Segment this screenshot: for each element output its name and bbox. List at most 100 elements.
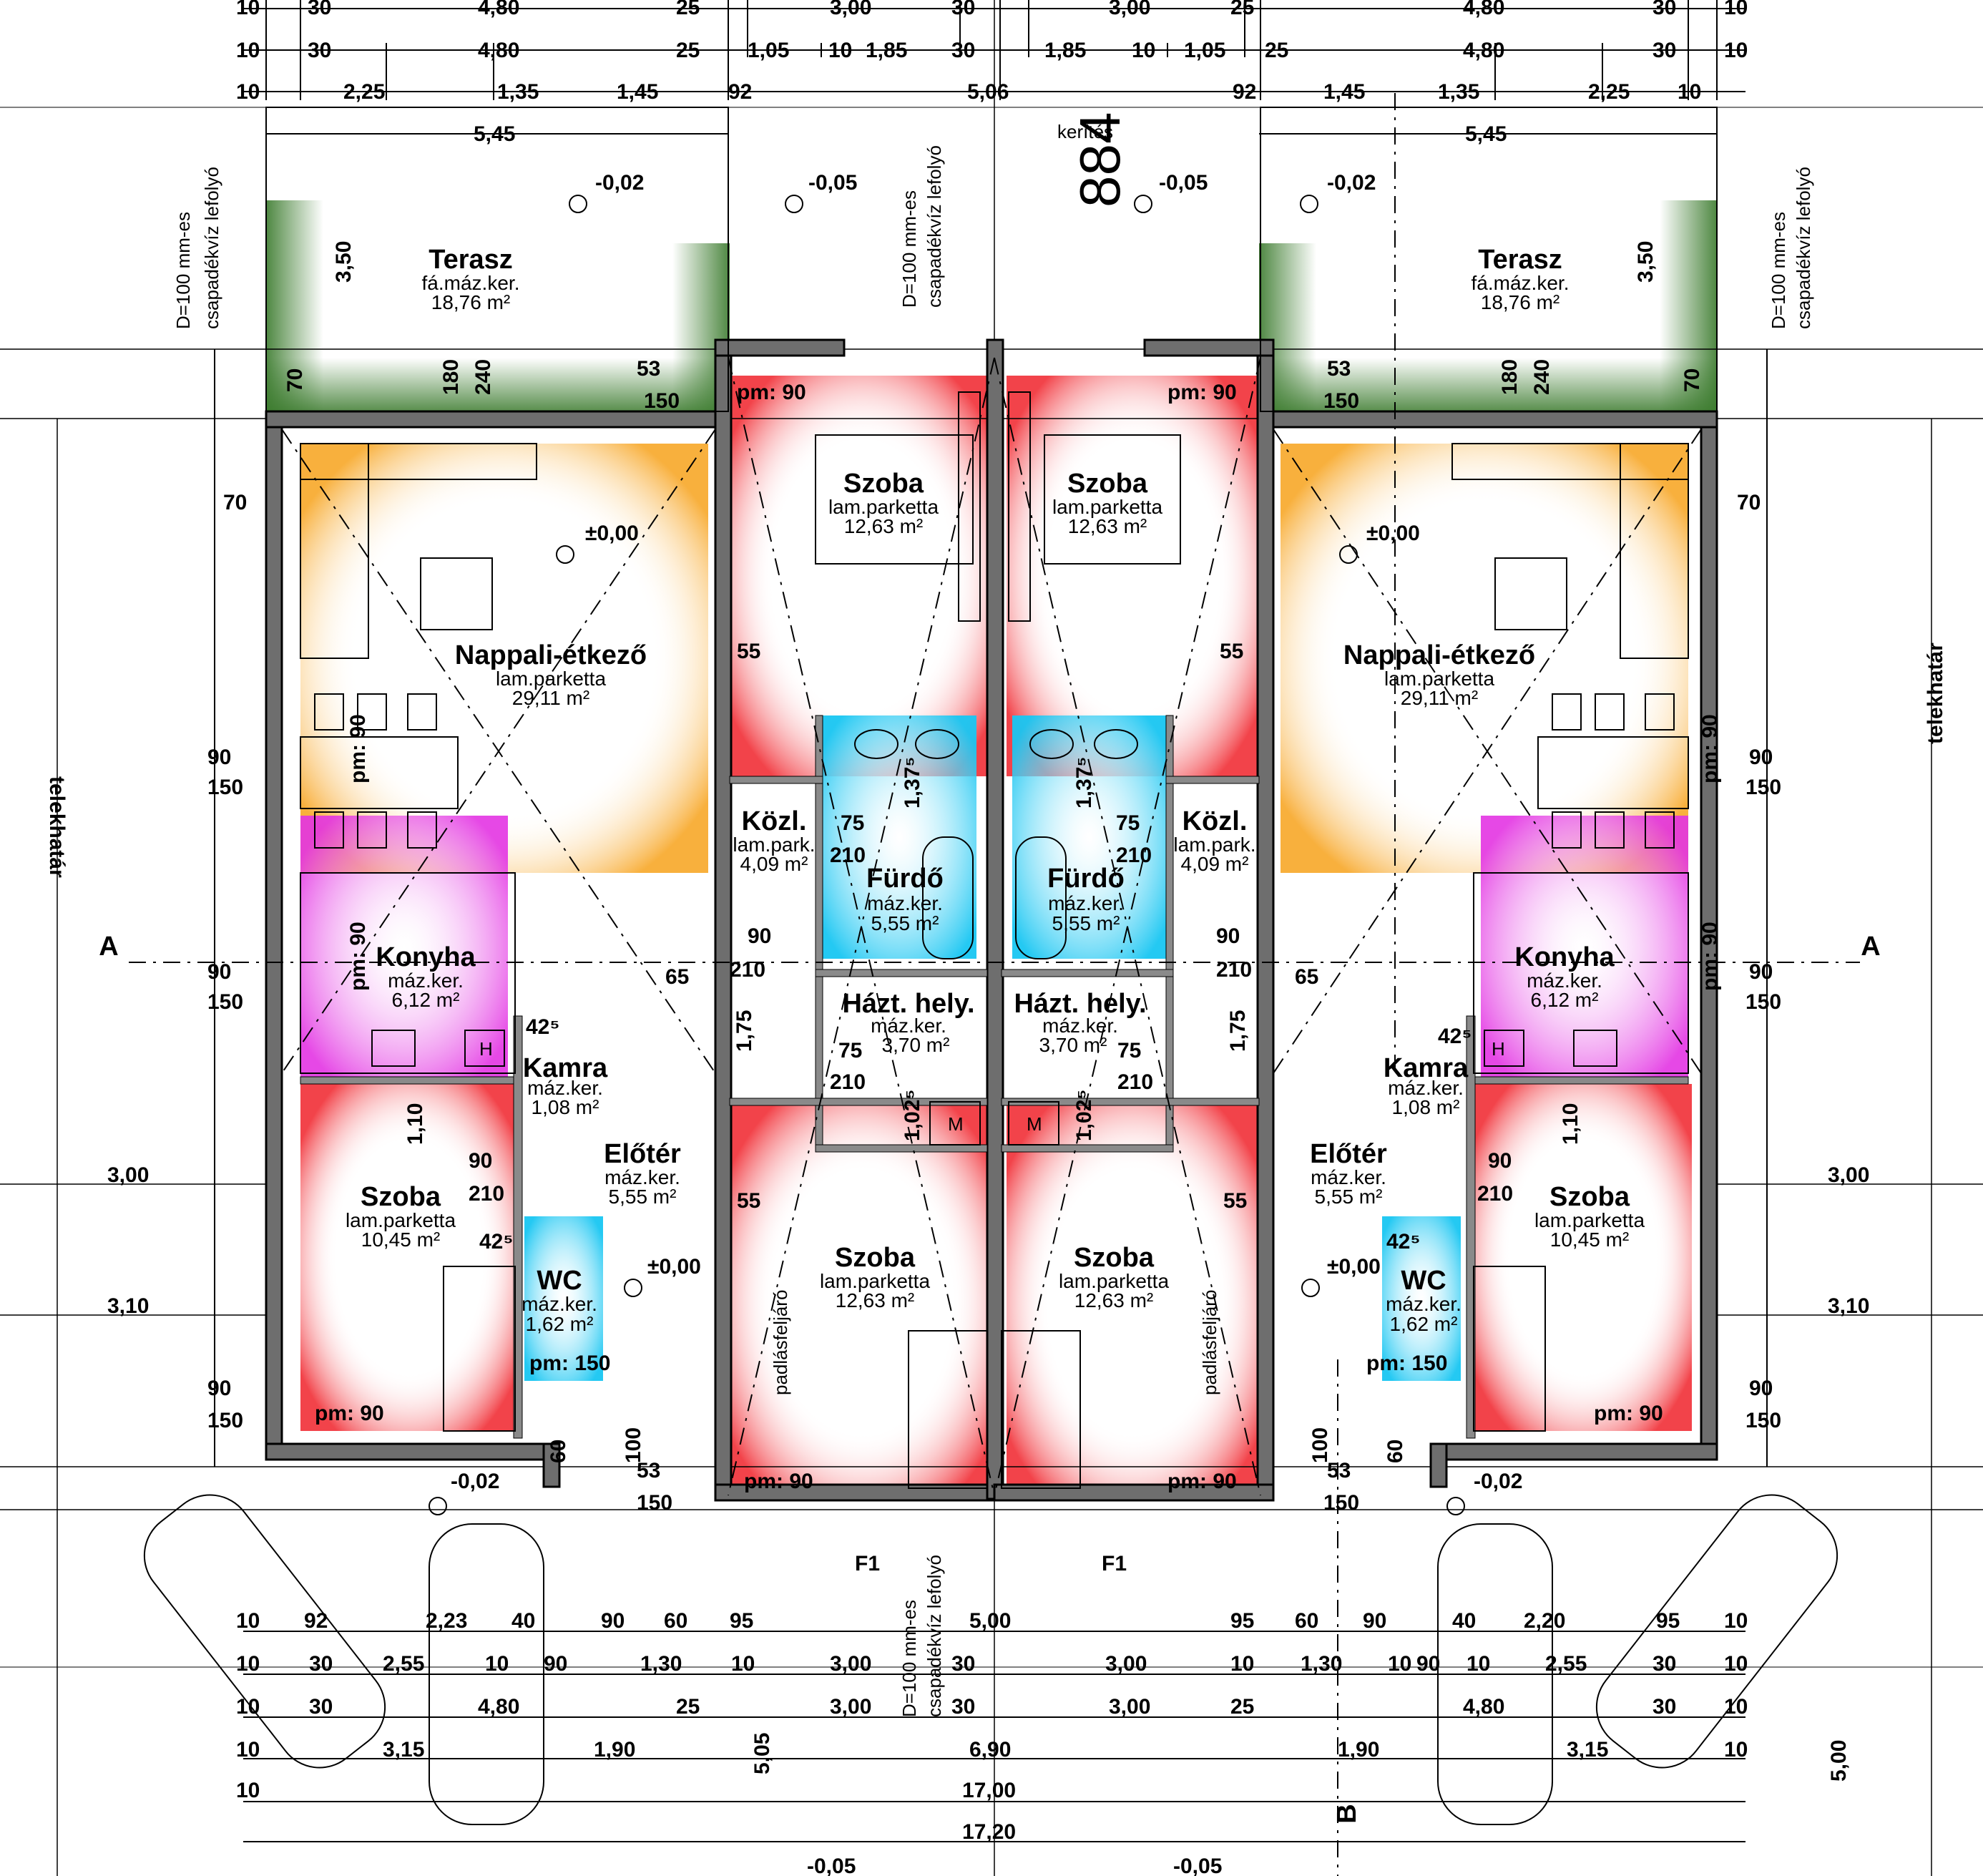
room-finish: máz.ker. <box>1527 969 1602 992</box>
wall-center-bedroom-left <box>729 1098 988 1106</box>
dim-r2-0: 10 <box>236 39 260 62</box>
wall-hazt-bottom-left <box>815 1144 988 1153</box>
bed-top-left <box>815 434 974 565</box>
dim-r2-1: 30 <box>308 39 331 62</box>
room-area: 5,55 m² <box>871 912 939 934</box>
b2-2: 2,55 <box>383 1652 424 1676</box>
kitchen-counter-right <box>1473 872 1689 1074</box>
room-szoba-center-left: Szoba lam.parketta 12,63 m² <box>820 1243 930 1311</box>
dim-r3-4: 92 <box>728 80 752 104</box>
b3-6: 3,00 <box>1109 1695 1150 1719</box>
room-finish: máz.ker. <box>388 969 464 992</box>
level-bottom-left: -0,02 <box>451 1470 499 1493</box>
dim-r2-14: 10 <box>1724 39 1748 62</box>
dim-90-left-b: 90 <box>207 960 231 984</box>
room-area: 3,70 m² <box>882 1034 950 1056</box>
b5-0: 10 <box>236 1779 260 1802</box>
bedroom-side-fill-right <box>1474 1084 1692 1431</box>
tick-marks-top <box>265 0 1718 100</box>
dim-110-left: 1,10 <box>403 1103 427 1145</box>
b1-0: 10 <box>236 1609 260 1633</box>
b2-14: 10 <box>1467 1652 1490 1676</box>
dim-r1-10: 10 <box>1724 0 1748 19</box>
dim-55-left-b: 55 <box>737 1189 760 1213</box>
dim-42-kamra-left: 42⁵ <box>526 1015 559 1039</box>
bottom-dimension-text: 10 92 2,23 40 90 60 95 5,00 95 60 90 40 … <box>236 1609 1851 1844</box>
room-finish: lam.parketta <box>828 496 939 518</box>
dim-r1-7: 25 <box>1230 0 1254 19</box>
bed-top-right <box>1044 434 1181 565</box>
room-name: WC <box>537 1266 582 1296</box>
dim-53-bottom-right: 53 <box>1327 1459 1351 1482</box>
b4-3: 6,90 <box>969 1738 1011 1762</box>
pm-bottom-left: pm: 90 <box>744 1470 813 1493</box>
wall-right-top <box>1259 410 1718 429</box>
b2-6: 10 <box>731 1652 755 1676</box>
room-szoba-top-left: Szoba lam.parketta 12,63 m² <box>828 469 939 537</box>
dim-350-right: 3,50 <box>1634 241 1658 283</box>
level-floor-entry-right: ±0,00 <box>1327 1255 1381 1279</box>
dimension-lines-bottom <box>243 1631 1745 1842</box>
room-kamra-left: Kamra máz.ker. 1,08 m² <box>523 1053 608 1118</box>
downpipe-tl-2: csapadékvíz lefolyó <box>201 167 222 329</box>
level-floor-entry-left: ±0,00 <box>647 1255 701 1279</box>
dim-r1-8: 4,80 <box>1463 0 1504 19</box>
room-szoba-top-right: Szoba lam.parketta 12,63 m² <box>1052 469 1162 537</box>
room-name: Nappali-étkező <box>455 640 647 670</box>
room-finish: máz.ker. <box>527 1077 603 1099</box>
dim-r3-7: 1,35 <box>1438 80 1479 104</box>
car-3 <box>1437 1523 1553 1825</box>
dim-r2-8: 1,85 <box>1044 39 1086 62</box>
pm-bedroom-left: pm: 90 <box>315 1402 384 1425</box>
pm-top-right: pm: 90 <box>1167 381 1237 404</box>
room-area: 29,11 m² <box>1401 687 1478 709</box>
room-finish: máz.ker. <box>522 1293 597 1315</box>
room-name: WC <box>1401 1266 1446 1296</box>
room-area: 5,55 m² <box>609 1186 677 1208</box>
b2-10: 10 <box>1230 1652 1254 1676</box>
dim-r2-9: 10 <box>1132 39 1155 62</box>
room-terasz-right: Terasz fá.máz.ker. 18,76 m² <box>1472 245 1570 313</box>
room-finish: fá.máz.ker. <box>1472 272 1570 294</box>
dim-r2-5: 10 <box>828 39 852 62</box>
dim-r1-3: 25 <box>676 0 700 19</box>
room-name: Szoba <box>1074 1243 1155 1273</box>
dim-r2-10: 1,05 <box>1184 39 1225 62</box>
dim-90-right-c: 90 <box>1749 1377 1773 1400</box>
dim-75-bath-right: 75 <box>1116 811 1140 835</box>
terrace-green-left-b <box>266 358 724 411</box>
pm-living-left: pm: 90 <box>346 714 370 783</box>
b2-4: 90 <box>544 1652 567 1676</box>
b3-10: 10 <box>1724 1695 1748 1719</box>
bedroom-center-fill-right <box>1007 1105 1260 1499</box>
room-name: Terasz <box>1478 245 1562 275</box>
room-labels: Terasz fá.máz.ker. 18,76 m² Terasz fá.má… <box>346 245 1645 1335</box>
bathtub-right <box>1015 836 1067 959</box>
room-area: 10,45 m² <box>1550 1228 1630 1251</box>
kitchen-fill-left <box>300 816 508 1080</box>
b4-5: 3,15 <box>1567 1738 1608 1762</box>
dim-r1-9: 30 <box>1652 0 1676 19</box>
bathtub-left <box>922 836 974 959</box>
downpipe-tr-1: D=100 mm-es <box>1768 212 1789 329</box>
dim-90-right-b: 90 <box>1749 960 1773 984</box>
total-inner: 17,00 <box>962 1779 1016 1802</box>
room-area: 3,70 m² <box>1039 1034 1107 1056</box>
dim-r3-9: 10 <box>1678 80 1701 104</box>
dim-350-left: 3,50 <box>332 241 356 283</box>
wall-kitchen-bedroom-left <box>300 1076 516 1085</box>
b1-10: 90 <box>1363 1609 1386 1633</box>
room-furdo-right: Fürdő máz.ker. 5,55 m² <box>1047 864 1125 934</box>
heater-left: H <box>479 1038 493 1060</box>
wall-center-bedroom-right <box>1001 1098 1260 1106</box>
dim-r1-2: 4,80 <box>478 0 519 19</box>
dim-240-left: 240 <box>471 359 495 395</box>
terrace-green-right-b <box>1259 358 1717 411</box>
room-szoba-bottom-left: Szoba lam.parketta 10,45 m² <box>346 1182 456 1251</box>
room-wc-left: WC máz.ker. 1,62 m² <box>522 1266 597 1335</box>
dim-175-left: 1,75 <box>733 1010 756 1052</box>
dim-r2-4: 1,05 <box>748 39 789 62</box>
armchair-left <box>420 557 493 630</box>
dim-110-right: 1,10 <box>1559 1103 1582 1145</box>
dim-65-left: 65 <box>665 965 689 989</box>
